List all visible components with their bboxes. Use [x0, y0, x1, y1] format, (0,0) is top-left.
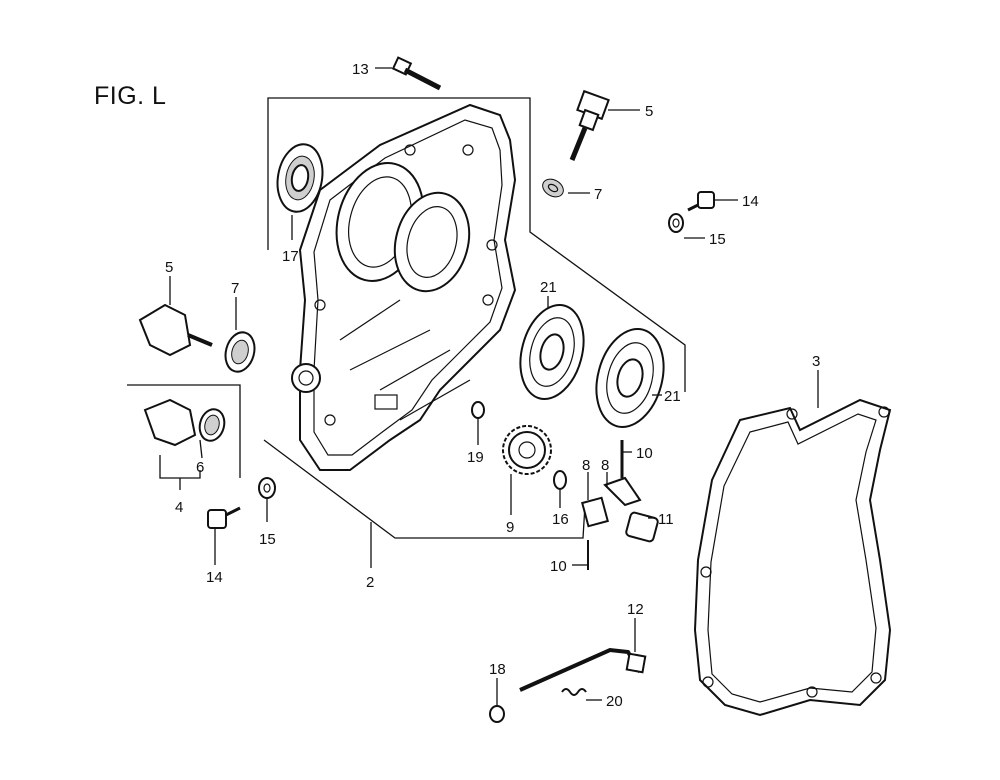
oil-filler-cap-left-part: [138, 303, 213, 357]
drain-bolt-upper-part: [687, 191, 715, 212]
callout-5-left: 5: [165, 259, 173, 276]
callout-14-upper: 14: [742, 193, 759, 210]
callout-14-lower: 14: [206, 569, 223, 586]
callout-7-left: 7: [231, 280, 239, 297]
callout-15-lower: 15: [259, 531, 276, 548]
callout-4: 4: [175, 499, 183, 516]
callout-8-right: 8: [601, 457, 609, 474]
clip-part: [553, 470, 567, 490]
callout-2: 2: [366, 574, 374, 591]
governor-slider-part: [581, 496, 609, 528]
governor-arm-part: [603, 440, 642, 507]
callout-17: 17: [282, 248, 299, 265]
callout-18: 18: [489, 661, 506, 678]
callout-15-upper: 15: [709, 231, 726, 248]
group-outline-crankcase-cover: [263, 97, 686, 539]
lever-shaft-part: [519, 647, 647, 692]
callout-5-upper: 5: [645, 103, 653, 120]
callout-11: 11: [658, 511, 674, 528]
callout-21-lower: 21: [664, 388, 681, 405]
callout-12: 12: [627, 601, 644, 618]
drain-bolt-lower-part: [207, 506, 241, 529]
spring-part: [561, 688, 587, 696]
callout-3: 3: [812, 353, 820, 370]
governor-shaft-part: [625, 511, 659, 543]
washer-lower-part: [258, 477, 276, 499]
o-ring-upper-part: [542, 178, 564, 198]
callout-16: 16: [552, 511, 569, 528]
ball-bearing-upper-part: [519, 303, 585, 401]
small-washer-part: [471, 401, 485, 419]
dipstick-part: [143, 398, 197, 447]
dipstick-group-outline: [127, 384, 241, 490]
figure-title: FIG. L: [94, 82, 167, 110]
callout-20: 20: [606, 693, 623, 710]
gasket-part: [693, 398, 892, 717]
nut-part: [489, 705, 505, 723]
callout-7-upper: 7: [594, 186, 602, 203]
callout-8-left: 8: [582, 457, 590, 474]
callout-21-upper: 21: [540, 279, 557, 296]
gasket-washer-part: [198, 408, 226, 442]
leader-lines: [169, 67, 819, 706]
ball-bearing-lower-part: [595, 327, 665, 429]
bolt-part: [391, 56, 442, 91]
callout-19: 19: [467, 449, 484, 466]
governor-gear-part: [502, 425, 552, 475]
o-ring-left-part: [224, 331, 256, 373]
callout-labels: 13 5 7 14 15 17 5 7 21 21 4 6 14 15 2 19…: [165, 61, 820, 710]
callout-6: 6: [196, 459, 204, 476]
oil-seal-part: [276, 143, 324, 213]
callout-9: 9: [506, 519, 514, 536]
crankcase-cover-part: [291, 103, 517, 471]
callout-10-lower: 10: [550, 558, 567, 575]
callout-10-upper: 10: [636, 445, 653, 462]
oil-filler-cap-upper-part: [569, 89, 610, 161]
callout-13: 13: [352, 61, 369, 78]
washer-upper-part: [668, 213, 684, 233]
